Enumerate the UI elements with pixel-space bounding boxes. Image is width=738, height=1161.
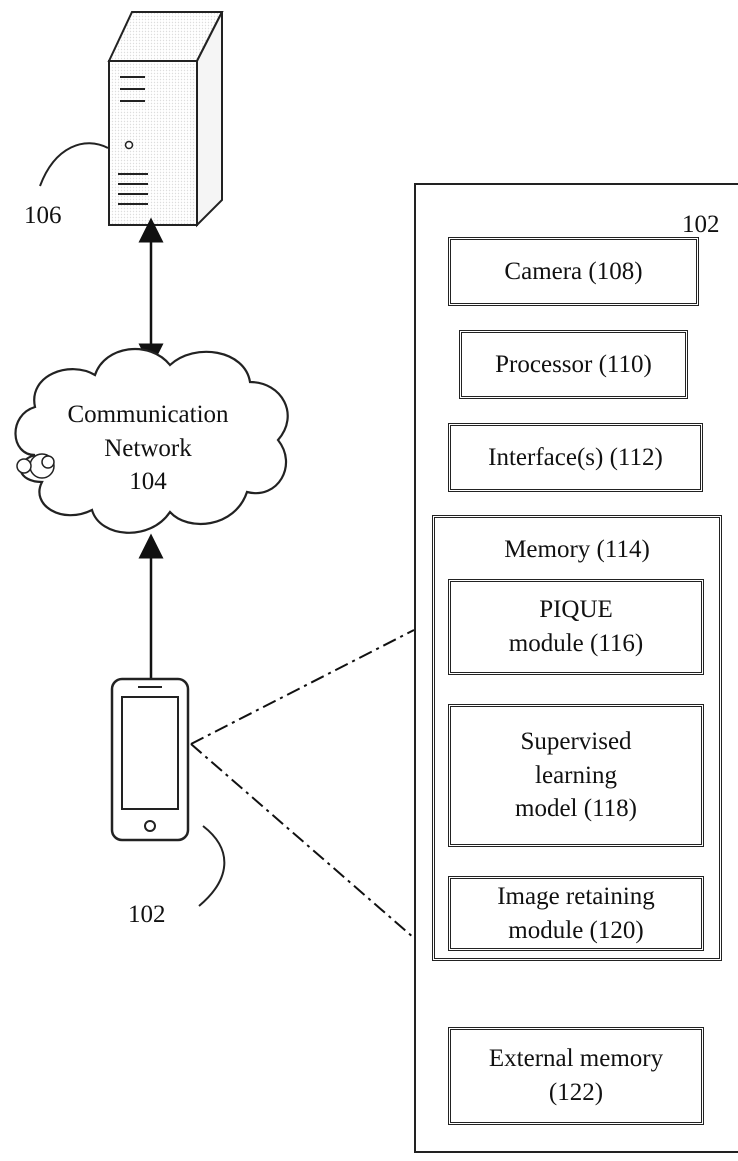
network-label: Communication Network 104 [38, 398, 258, 499]
network-ref: 104 [129, 468, 167, 495]
device-detail-panel: 102 [414, 183, 738, 1153]
network-name: Communication Network [67, 401, 229, 462]
panel-ref-label: 102 [682, 211, 720, 238]
memory-box: Memory (114) [432, 515, 722, 961]
interfaces-box: Interface(s) (112) [448, 423, 703, 492]
server-ref-label: 106 [24, 202, 62, 229]
phone-icon [110, 677, 190, 842]
image-retaining-module-box: Image retaining module (120) [448, 876, 704, 951]
pique-module-box: PIQUE module (116) [448, 579, 704, 675]
zoom-line-top [190, 629, 415, 745]
external-memory-box: External memory (122) [448, 1027, 704, 1125]
processor-box: Processor (110) [459, 330, 688, 399]
server-icon [107, 11, 224, 228]
server-ref-leader [39, 142, 109, 187]
cloud-icon [14, 347, 289, 534]
device-ref-label: 102 [128, 901, 166, 928]
supervised-learning-model-box: Supervised learning model (118) [448, 704, 704, 847]
memory-title: Memory (114) [504, 536, 650, 563]
device-ref-leader [198, 825, 226, 907]
zoom-line-bottom [190, 743, 415, 939]
camera-box: Camera (108) [448, 237, 699, 306]
